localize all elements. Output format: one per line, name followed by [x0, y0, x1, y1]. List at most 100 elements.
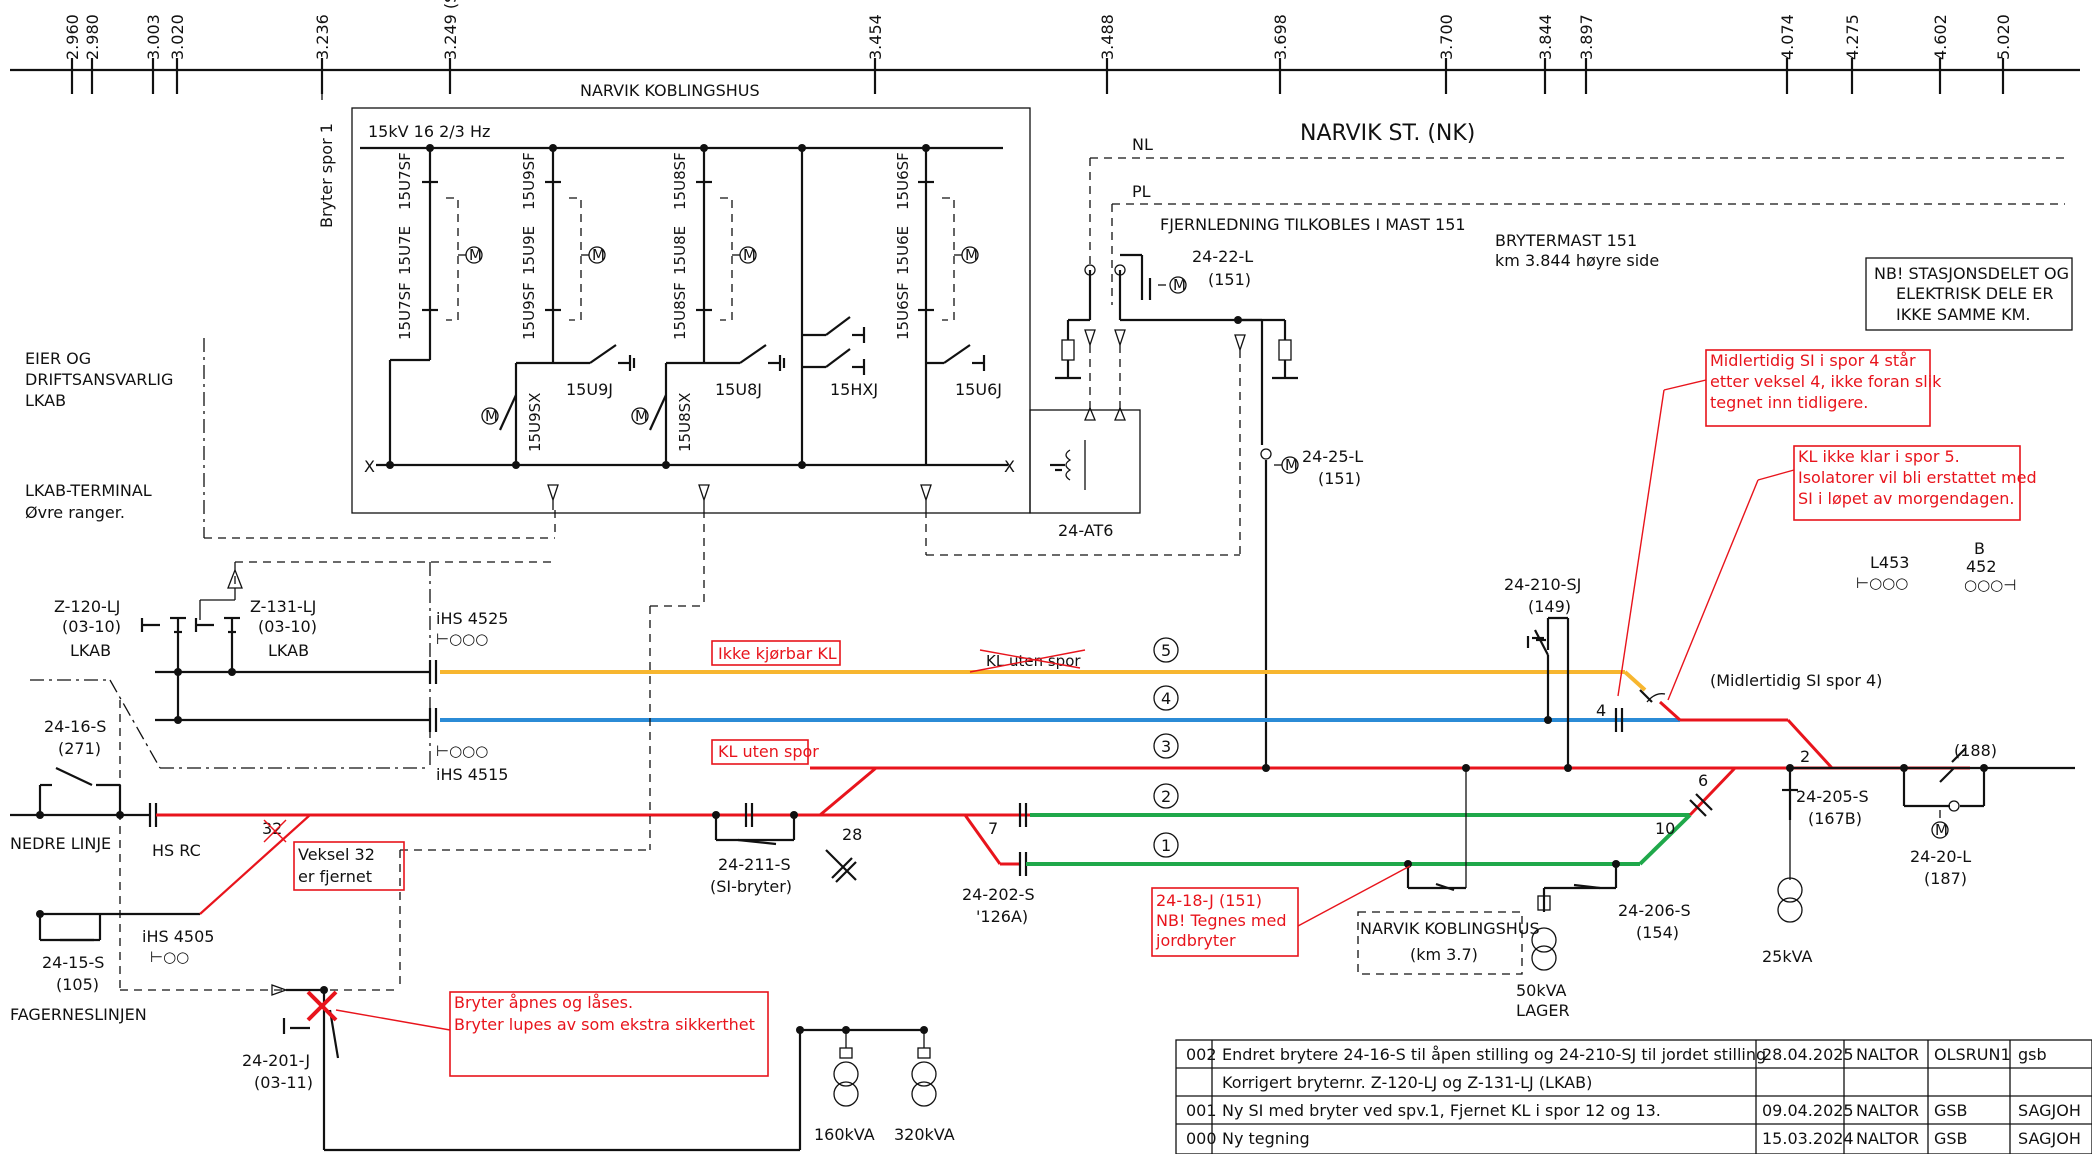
svg-text:Ikke kjørbar KL: Ikke kjørbar KL — [718, 644, 837, 663]
svg-text:15U8E: 15U8E — [671, 226, 689, 275]
svg-text:(188): (188) — [1954, 741, 1997, 760]
km-tick-label: 3.700 — [1437, 14, 1456, 60]
svg-text:24-20-L: 24-20-L — [1910, 847, 1971, 866]
svg-text:LKAB-TERMINAL: LKAB-TERMINAL — [25, 481, 152, 500]
svg-text:2: 2 — [1161, 787, 1171, 806]
svg-text:L453: L453 — [1870, 553, 1909, 572]
svg-text:4: 4 — [1596, 701, 1606, 720]
svg-text:KL uten spor: KL uten spor — [718, 742, 819, 761]
svg-text:jordbryter: jordbryter — [1155, 931, 1236, 950]
svg-text:M: M — [1935, 821, 1948, 839]
bus-x-right: X — [1004, 457, 1015, 476]
svg-text:15U8SX: 15U8SX — [676, 393, 694, 452]
svg-text:(km 3.7): (km 3.7) — [1410, 945, 1478, 964]
feeder-15u6: 15U6SF 15U6E 15U6SF M 15U6J — [894, 148, 1002, 465]
svg-text:15U6J: 15U6J — [955, 380, 1002, 399]
svg-text:24-15-S: 24-15-S — [42, 953, 104, 972]
svg-text:Øvre ranger.: Øvre ranger. — [25, 503, 125, 522]
svg-text:NL: NL — [1132, 135, 1153, 154]
svg-text:etter veksel 4, ikke foran sli: etter veksel 4, ikke foran slik — [1710, 372, 1942, 391]
at6-box: 24-AT6 — [1029, 409, 1141, 540]
koblingshus-lower: NARVIK KOBLINGSHUS (km 3.7) 50kVA LAGER … — [1357, 768, 1691, 1020]
svg-text:4: 4 — [1161, 689, 1171, 708]
svg-text:BRYTERMAST 151: BRYTERMAST 151 — [1495, 231, 1637, 250]
revision-cell-by: NALTOR — [1856, 1101, 1919, 1120]
revision-cell-text: Ny tegning — [1222, 1129, 1310, 1148]
svg-text:DRIFTSANSVARLIG: DRIFTSANSVARLIG — [25, 370, 173, 389]
svg-text:24-201-J: 24-201-J — [242, 1051, 310, 1070]
svg-text:(271): (271) — [58, 739, 101, 758]
svg-text:FJERNLEDNING TILKOBLES I MAST: FJERNLEDNING TILKOBLES I MAST 151 — [1160, 215, 1466, 234]
svg-text:15U8SF: 15U8SF — [671, 282, 689, 340]
svg-text:(187): (187) — [1924, 869, 1967, 888]
switch-24-15-s: 24-15-S (105) FAGERNESLINJEN iHS 4505 ⊢○… — [10, 914, 214, 1024]
km-tick-label: 3.897 — [1577, 14, 1596, 60]
svg-text:M: M — [485, 407, 498, 425]
svg-text:7: 7 — [988, 819, 998, 838]
switch-24-201-j: 24-201-J (03-11) — [242, 984, 802, 1152]
svg-text:M: M — [743, 246, 756, 264]
lkab-switches: Z-120-LJ (03-10) LKAB Z-131-LJ (03-10) L… — [54, 568, 317, 724]
feeder-15u9: 15U9SF 15U9E 15U9SF M 15U9J M 15U9SX — [481, 148, 636, 465]
svg-text:15U7SF: 15U7SF — [396, 282, 414, 340]
svg-text:15U6E: 15U6E — [894, 226, 912, 275]
svg-text:PL: PL — [1132, 182, 1151, 201]
svg-text:M: M — [469, 246, 482, 264]
svg-text:ELEKTRISK DELE ER: ELEKTRISK DELE ER — [1896, 284, 2054, 303]
svg-text:(151): (151) — [1208, 270, 1251, 289]
svg-text:NB! Tegnes med: NB! Tegnes med — [1156, 911, 1287, 930]
km-tick-label: 3.236 — [313, 14, 332, 60]
km-tick-label: 3.003 — [144, 14, 163, 60]
svg-text:15U7SF: 15U7SF — [396, 152, 414, 210]
revision-cell-date: 09.04.2025 — [1762, 1101, 1854, 1120]
switch-24-22-l: M 24-22-L (151) — [925, 247, 1298, 556]
svg-text:24-205-S: 24-205-S — [1796, 787, 1869, 806]
left-labels: EIER OG DRIFTSANSVARLIG LKAB LKAB-TERMIN… — [25, 338, 556, 770]
revision-cell-text: Endret brytere 24-16-S til åpen stilling… — [1222, 1045, 1766, 1064]
svg-text:⊢○○: ⊢○○ — [150, 948, 189, 966]
km-tick-label: 3.454 — [866, 14, 885, 60]
svg-text:15U6SF: 15U6SF — [894, 152, 912, 210]
svg-text:(151): (151) — [1318, 469, 1361, 488]
kl-uten-spor-struck: KL uten spor — [986, 652, 1081, 670]
svg-text:452: 452 — [1966, 557, 1997, 576]
track-numbers: 5 4 3 2 1 — [1153, 637, 1179, 858]
km-tick-label: 4.275 — [1843, 14, 1862, 60]
km-tick-label: 2.960 — [63, 14, 82, 60]
svg-text:tegnet inn tidligere.: tegnet inn tidligere. — [1710, 393, 1868, 412]
svg-text:(03-11): (03-11) — [254, 1073, 313, 1092]
revision-cell-date: 28.04.2025 — [1762, 1045, 1854, 1064]
svg-text:FAGERNESLINJEN: FAGERNESLINJEN — [10, 1005, 147, 1024]
svg-text:km 3.844 høyre side: km 3.844 høyre side — [1495, 251, 1659, 270]
revision-cell-rev: 000 — [1186, 1129, 1217, 1148]
switch-24-20-l: (188) M 24-20-L (187) — [1902, 741, 1997, 888]
svg-text:iHS 4525: iHS 4525 — [436, 609, 508, 628]
svg-text:(03-10): (03-10) — [258, 617, 317, 636]
km-tick-label: 4.602 — [1931, 14, 1950, 60]
svg-text:SI i løpet av morgendagen.: SI i løpet av morgendagen. — [1798, 489, 2014, 508]
km-tick-label: 3.249 (S — [441, 0, 460, 60]
transformers-bottom: 160kVA 320kVA — [796, 1026, 955, 1144]
svg-text:3: 3 — [1161, 737, 1171, 756]
svg-text:320kVA: 320kVA — [894, 1125, 955, 1144]
svg-text:Bryter åpnes og låses.: Bryter åpnes og låses. — [454, 993, 633, 1012]
svg-text:⊢○○○: ⊢○○○ — [1856, 574, 1908, 592]
svg-text:'126A): '126A) — [976, 907, 1028, 926]
svg-text:24-AT6: 24-AT6 — [1058, 521, 1113, 540]
svg-text:24-16-S: 24-16-S — [44, 717, 106, 736]
svg-text:10: 10 — [1655, 819, 1675, 838]
koblingshus-title: NARVIK KOBLINGSHUS — [580, 81, 760, 100]
svg-text:24-210-SJ: 24-210-SJ — [1504, 575, 1581, 594]
svg-text:Isolatorer vil bli erstattet m: Isolatorer vil bli erstattet med — [1798, 468, 2037, 487]
km-tick-label: 3.844 — [1536, 14, 1555, 60]
svg-text:(Midlertidig SI spor 4): (Midlertidig SI spor 4) — [1710, 671, 1882, 690]
svg-text:iHS 4515: iHS 4515 — [436, 765, 508, 784]
svg-text:24-206-S: 24-206-S — [1618, 901, 1691, 920]
svg-text:15U8J: 15U8J — [715, 380, 762, 399]
red-notes: Ikke kjørbar KL KL uten spor Veksel 32 e… — [293, 349, 2037, 1077]
svg-text:15HXJ: 15HXJ — [830, 380, 878, 399]
svg-text:15U9SF: 15U9SF — [520, 152, 538, 210]
svg-text:160kVA: 160kVA — [814, 1125, 875, 1144]
feeder-15u7: 15U7SF 15U7E 15U7SF M — [388, 148, 483, 465]
